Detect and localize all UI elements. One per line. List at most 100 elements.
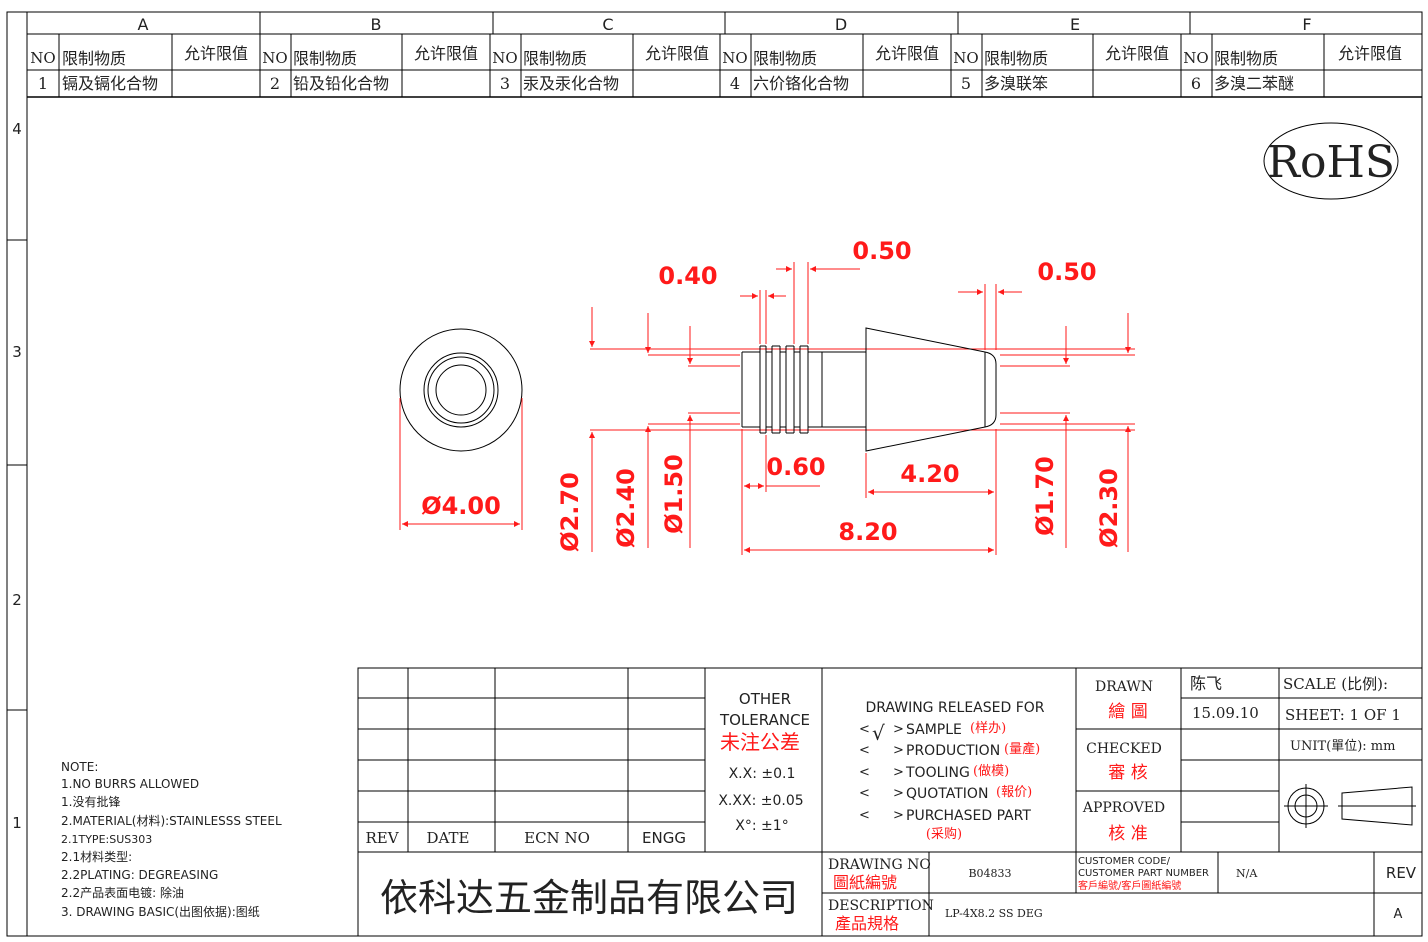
note-line-3: 2.MATERIAL(材料):STAINLESSS STEEL (61, 814, 282, 828)
dim-w050b: 0.50 (1037, 258, 1096, 286)
sub-h-limit-6: 允许限值 (1338, 44, 1402, 63)
checked-label-cn: 審 核 (1108, 763, 1147, 783)
notes: NOTE: 1.NO BURRS ALLOWED 1.没有批锋 2.MATERI… (61, 760, 282, 919)
sub-h-no-5: NO (953, 49, 978, 67)
tol-angle: X°: ±1° (735, 818, 788, 834)
sub-h-no-3: NO (492, 49, 517, 67)
rohs-badge: RoHS (1263, 122, 1399, 200)
tol-title-2: TOLERANCE (719, 711, 810, 729)
rev-col-date: DATE (427, 829, 470, 847)
tol-title-1: OTHER (739, 690, 791, 708)
note-line-2: 1.没有批锋 (61, 794, 120, 809)
dim-w050a: 0.50 (852, 237, 911, 265)
release-production-cn: (量產) (1004, 741, 1040, 757)
note-line-1: 1.NO BURRS ALLOWED (61, 777, 199, 791)
dim-d270: Ø2.70 (556, 472, 584, 552)
svg-text:>: > (893, 786, 904, 801)
row-zones: 4 3 2 1 (7, 120, 27, 832)
svg-text:<: < (859, 765, 870, 780)
customer-label-cn: 客戶編號/客戶圖紙編號 (1078, 879, 1181, 892)
tol-xx: X.X: ±0.1 (729, 766, 796, 782)
unit-label: UNIT(單位): mm (1290, 739, 1395, 754)
release-purchased: PURCHASED PART (906, 808, 1031, 824)
note-line-6: 2.2PLATING: DEGREASING (61, 868, 218, 882)
drawing-no-label-cn: 圖紙編號 (833, 873, 897, 892)
release-quotation: QUOTATION (906, 786, 988, 802)
sub-h-name-3: 限制物质 (523, 49, 587, 68)
rev-col-ecn: ECN NO (524, 829, 590, 847)
side-dimensions: Ø2.70 Ø2.40 Ø1.50 0.40 0.50 0.50 0.60 (556, 237, 1131, 555)
description-value: LP-4X8.2 SS DEG (945, 907, 1043, 920)
drawn-label-cn: 繪 圖 (1108, 702, 1147, 722)
dim-w820: 8.20 (838, 518, 897, 546)
dim-w060: 0.60 (766, 453, 825, 481)
release-sample: SAMPLE (906, 722, 962, 738)
svg-text:<: < (859, 722, 870, 737)
customer-label-2: CUSTOMER PART NUMBER (1078, 868, 1209, 879)
svg-text:<: < (859, 786, 870, 801)
drawing-no-label: DRAWING NO (828, 857, 931, 873)
customer-label-1: CUSTOMER CODE/ (1078, 856, 1171, 867)
description-label: DESCRIPTION (828, 898, 934, 914)
note-line-0: NOTE: (61, 760, 98, 774)
zone-row-3: 3 (12, 343, 22, 361)
sub-h-name-4: 限制物质 (753, 49, 817, 68)
sub-h-limit-1: 允许限值 (184, 44, 248, 63)
approved-label: APPROVED (1082, 800, 1165, 816)
sub-name-2: 铅及铅化合物 (293, 74, 389, 93)
svg-text:>: > (893, 743, 904, 758)
rev-col-engg: ENGG (642, 829, 686, 847)
dim-d240: Ø2.40 (612, 468, 640, 548)
sub-no-3: 3 (500, 74, 510, 93)
drawing-no-value: B04833 (968, 867, 1011, 880)
dim-w420: 4.20 (900, 460, 959, 488)
sub-name-5: 多溴联笨 (984, 74, 1048, 93)
checked-label: CHECKED (1086, 741, 1162, 757)
sub-h-limit-4: 允许限值 (875, 44, 939, 63)
sub-h-name-1: 限制物质 (62, 49, 126, 68)
sub-no-6: 6 (1191, 74, 1201, 93)
sub-no-5: 5 (961, 74, 971, 93)
dim-d150: Ø1.50 (660, 454, 688, 534)
dim-d230: Ø2.30 (1095, 468, 1123, 548)
front-view: Ø4.00 (399, 328, 523, 530)
substance-cells: NO 限制物质 允许限值 1 镉及镉化合物 NO 限制物质 允许限值 2 铅及铅… (30, 44, 1402, 93)
sub-no-2: 2 (270, 74, 280, 93)
zone-col-c: C (602, 15, 613, 34)
sub-h-no-2: NO (262, 49, 287, 67)
release-tooling-cn: (做模) (973, 764, 1009, 779)
release-sample-cn: (样办) (970, 721, 1006, 736)
svg-text:<: < (859, 743, 870, 758)
company-name: 依科达五金制品有限公司 (380, 876, 798, 920)
scale-label: SCALE (比例): (1283, 675, 1388, 693)
rev-label: REV (1386, 864, 1417, 882)
sub-h-limit-3: 允许限值 (645, 44, 709, 63)
drawn-date: 15.09.10 (1192, 704, 1259, 722)
release-purchased-cn: (采购) (926, 826, 962, 842)
release-production: PRODUCTION (906, 743, 1000, 759)
svg-text:>: > (893, 722, 904, 737)
sub-h-limit-5: 允许限值 (1105, 44, 1169, 63)
svg-text:>: > (893, 765, 904, 780)
zone-col-e: E (1070, 15, 1080, 34)
release-title: DRAWING RELEASED FOR (865, 700, 1044, 716)
tol-xxx: X.XX: ±0.05 (718, 793, 803, 809)
dim-w040: 0.40 (658, 262, 717, 290)
dim-front-diameter: Ø4.00 (421, 492, 501, 520)
rev-value: A (1394, 907, 1403, 922)
release-check-icon: √ (872, 721, 885, 745)
drawn-label: DRAWN (1095, 679, 1153, 695)
note-line-4: 2.1TYPE:SUS303 (61, 833, 152, 846)
zone-col-d: D (835, 15, 847, 34)
sub-h-name-2: 限制物质 (293, 49, 357, 68)
release-quotation-cn: (報价) (996, 785, 1032, 800)
sub-h-no-6: NO (1183, 49, 1208, 67)
zone-col-b: B (371, 15, 382, 34)
zone-row-2: 2 (12, 591, 22, 609)
sub-no-4: 4 (730, 74, 740, 93)
sub-h-limit-2: 允许限值 (414, 44, 478, 63)
description-label-cn: 產品規格 (835, 914, 899, 933)
substance-table (27, 34, 1422, 98)
sub-name-3: 汞及汞化合物 (523, 74, 619, 93)
